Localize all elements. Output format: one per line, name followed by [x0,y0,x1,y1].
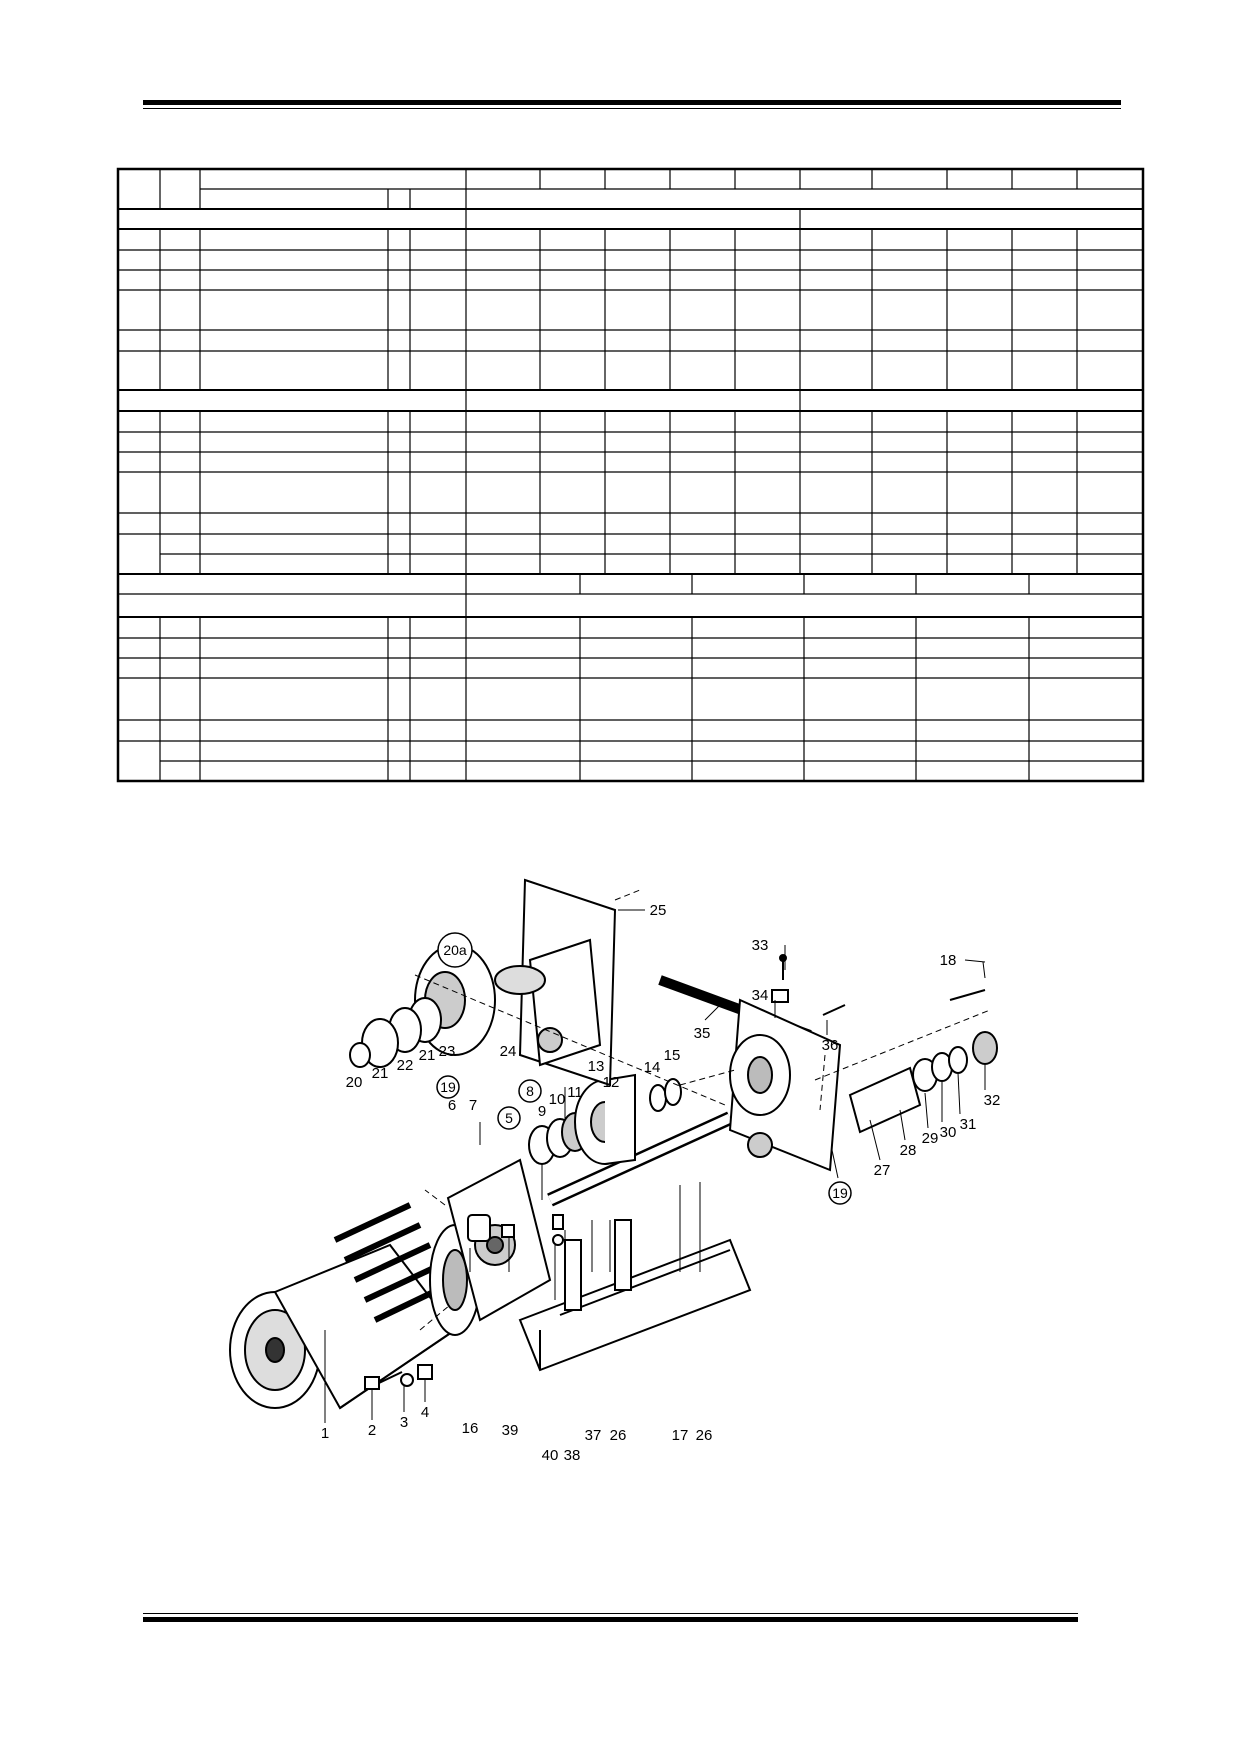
knob-16-drawing [467,1214,491,1242]
callout-21b: 21 [419,1047,436,1064]
callout-27: 27 [874,1162,891,1179]
circled-callout-5: 5 [505,1110,513,1126]
callout-21a: 21 [372,1065,389,1082]
callout-6: 6 [448,1097,456,1114]
callout-11: 11 [567,1084,583,1101]
small-parts-top-drawing [771,954,986,1016]
callout-3: 3 [400,1414,408,1431]
callout-26b: 26 [696,1427,713,1444]
circled-callout-19b: 19 [832,1185,848,1201]
callout-13: 13 [588,1058,605,1075]
callout-28: 28 [900,1142,917,1159]
callout-1: 1 [321,1425,329,1442]
callout-30: 30 [940,1124,957,1141]
main-shaft-drawing [547,1111,733,1207]
wheel-12-drawing [574,1073,636,1165]
callout-14: 14 [644,1059,661,1076]
callout-35: 35 [694,1025,711,1042]
circled-callout-8: 8 [526,1083,534,1099]
circled-callout-19a: 19 [440,1079,456,1095]
callout-32: 32 [984,1092,1001,1109]
callout-37: 37 [585,1427,602,1444]
callout-26a: 26 [610,1427,627,1444]
parts-table-grid [116,167,1145,783]
base-frame-drawing [518,1219,752,1372]
callout-22: 22 [397,1057,414,1074]
callout-39: 39 [502,1422,519,1439]
callout-25: 25 [650,902,667,919]
exploded-assembly-diagram: 1 2 3 4 6 7 9 10 11 12 13 14 15 16 17 18… [229,878,1001,1464]
callout-7: 7 [469,1097,477,1114]
wheel-20a-drawing [349,944,496,1068]
callout-24: 24 [500,1043,517,1060]
callout-40: 40 [542,1447,559,1464]
callout-36: 36 [822,1037,839,1054]
bolts-drawing [364,1364,433,1390]
callout-20: 20 [346,1074,363,1091]
header-rule-thin [143,108,1121,109]
side-plate-25-drawing [494,878,617,1087]
callout-4: 4 [421,1404,429,1421]
footer-rule [143,1617,1078,1622]
header-rule [143,100,1121,105]
callout-34: 34 [752,987,769,1004]
gearbox-plate-drawing [446,1158,552,1322]
callout-2: 2 [368,1422,376,1439]
callout-17: 17 [672,1427,689,1444]
motor-drawing [229,1202,481,1410]
callout-16: 16 [462,1420,479,1437]
callout-9: 9 [538,1103,546,1120]
footer-rule-thin [143,1613,1078,1614]
callout-12: 12 [603,1074,620,1091]
small-bolts-drawing [501,1214,564,1246]
callout-29: 29 [922,1130,939,1147]
callout-10: 10 [549,1091,566,1108]
callout-38: 38 [564,1447,581,1464]
circled-callout-20a: 20a [443,942,467,958]
callout-15: 15 [664,1047,681,1064]
callout-31: 31 [960,1116,977,1133]
rings-drawing [649,1078,682,1112]
callout-33: 33 [752,937,769,954]
callout-23: 23 [439,1043,456,1060]
sleeve-drawing [848,1031,998,1134]
right-trolley-drawing [728,998,842,1172]
callout-18: 18 [940,952,957,969]
